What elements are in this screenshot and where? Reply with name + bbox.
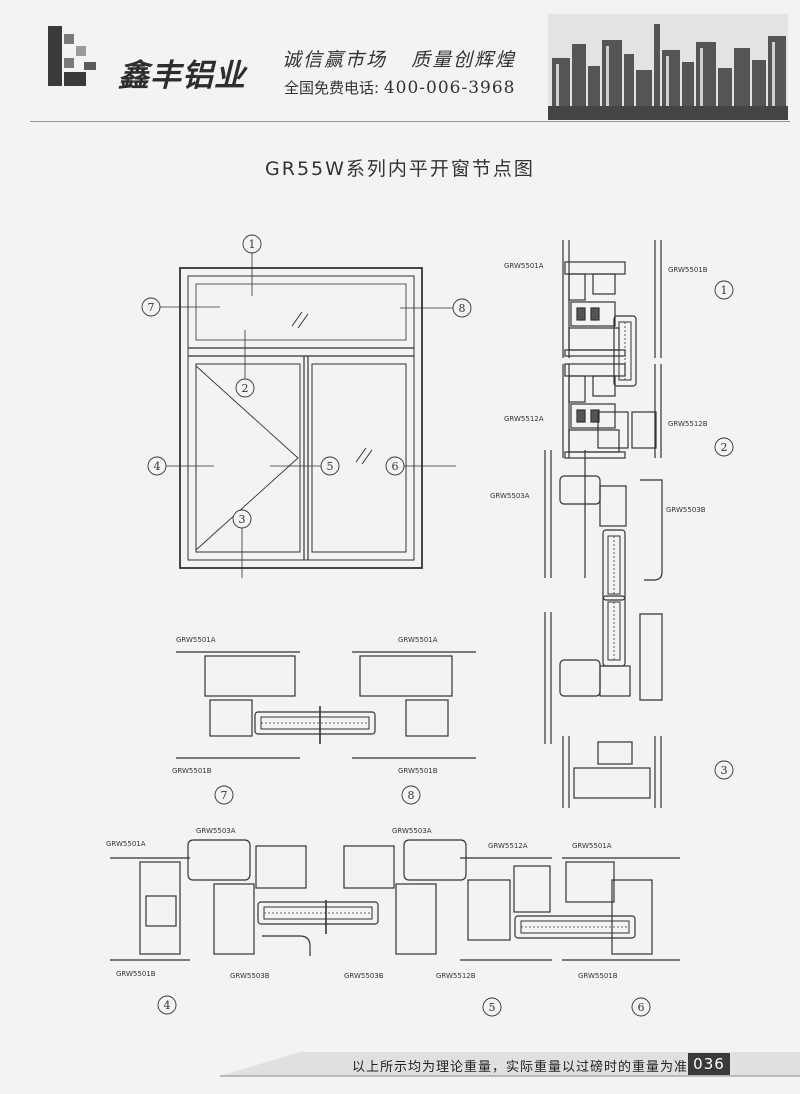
node-markers: 1 7 8 2 4 5 6 3	[141, 234, 472, 529]
svg-text:GRW5501A: GRW5501A	[572, 842, 612, 850]
svg-text:GRW5501A: GRW5501A	[106, 840, 146, 848]
svg-text:GRW5501A: GRW5501A	[504, 262, 544, 270]
hotline-label: 全国免费电话:	[284, 79, 380, 97]
svg-text:GRW5501B: GRW5501B	[172, 767, 212, 775]
node-3-marker: 3	[232, 509, 252, 529]
svg-text:4: 4	[154, 460, 161, 473]
svg-text:GRW5512B: GRW5512B	[436, 972, 476, 980]
svg-text:8: 8	[408, 789, 415, 802]
svg-text:GRW5501B: GRW5501B	[398, 767, 438, 775]
svg-text:GRW5512A: GRW5512A	[488, 842, 528, 850]
svg-text:GRW5501B: GRW5501B	[668, 266, 708, 274]
slogan: 诚信赢市场 质量创辉煌	[282, 49, 517, 71]
svg-text:7: 7	[221, 789, 228, 802]
page-number: 036	[688, 1053, 730, 1075]
svg-text:GRW5503A: GRW5503A	[392, 827, 432, 835]
footer-band	[220, 1052, 800, 1077]
node-5-marker: 5	[320, 456, 340, 476]
horizontal-section-4-5-6	[110, 839, 680, 961]
svg-text:GRW5501B: GRW5501B	[578, 972, 618, 980]
vertical-section	[544, 240, 663, 808]
svg-text:GRW5503A: GRW5503A	[490, 492, 530, 500]
svg-text:5: 5	[327, 460, 334, 473]
svg-text:GRW5512A: GRW5512A	[504, 415, 544, 423]
page-title: GR55W系列内平开窗节点图	[265, 158, 535, 180]
svg-text:GRW5503B: GRW5503B	[666, 506, 706, 514]
weight-disclaimer: 以上所示均为理论重量，实际重量以过磅时的重量为准	[351, 1060, 688, 1075]
svg-text:7: 7	[148, 301, 155, 314]
svg-text:GRW5501A: GRW5501A	[398, 636, 438, 644]
svg-text:6: 6	[392, 460, 399, 473]
hotline: 全国免费电话: 400-006-3968	[284, 77, 516, 98]
svg-text:4: 4	[164, 999, 171, 1012]
svg-text:1: 1	[249, 238, 256, 251]
svg-text:8: 8	[459, 302, 466, 315]
logo-icon	[48, 26, 96, 86]
page-header: 鑫丰铝业 诚信赢市场 质量创辉煌 全国免费电话: 400-006-3968	[0, 0, 800, 120]
node-4-marker: 4	[147, 456, 167, 476]
vertical-section-labels: GRW5501A GRW5501B GRW5512A GRW5512B GRW5…	[490, 262, 734, 780]
horizontal-section-7-8-labels: GRW5501A GRW5501A GRW5501B GRW5501B 7 8	[172, 636, 438, 805]
node-6-marker: 6	[385, 456, 405, 476]
horizontal-section-7-8	[176, 651, 476, 759]
hotline-number: 400-006-3968	[383, 78, 516, 98]
horizontal-section-4-5-6-labels: GRW5501A GRW5503A GRW5503A GRW5512A GRW5…	[106, 827, 651, 1017]
svg-text:GRW5512B: GRW5512B	[668, 420, 708, 428]
node-7-marker: 7	[141, 297, 161, 317]
node-8-marker: 8	[452, 298, 472, 318]
svg-text:2: 2	[721, 441, 728, 454]
svg-text:3: 3	[721, 764, 728, 777]
svg-text:GRW5501A: GRW5501A	[176, 636, 216, 644]
svg-text:6: 6	[638, 1001, 645, 1014]
svg-text:GRW5503A: GRW5503A	[196, 827, 236, 835]
node-1-marker: 1	[242, 234, 262, 254]
svg-text:2: 2	[242, 382, 249, 395]
header-rule	[30, 121, 790, 122]
svg-text:3: 3	[239, 513, 246, 526]
node-2-marker: 2	[235, 378, 255, 398]
svg-text:GRW5503B: GRW5503B	[230, 972, 270, 980]
window-elevation	[160, 246, 456, 578]
svg-text:GRW5501B: GRW5501B	[116, 970, 156, 978]
city-skyline-image	[548, 14, 788, 120]
svg-text:5: 5	[489, 1001, 496, 1014]
brand-name: 鑫丰铝业	[118, 58, 246, 94]
svg-text:GRW5503B: GRW5503B	[344, 972, 384, 980]
svg-text:1: 1	[721, 284, 728, 297]
